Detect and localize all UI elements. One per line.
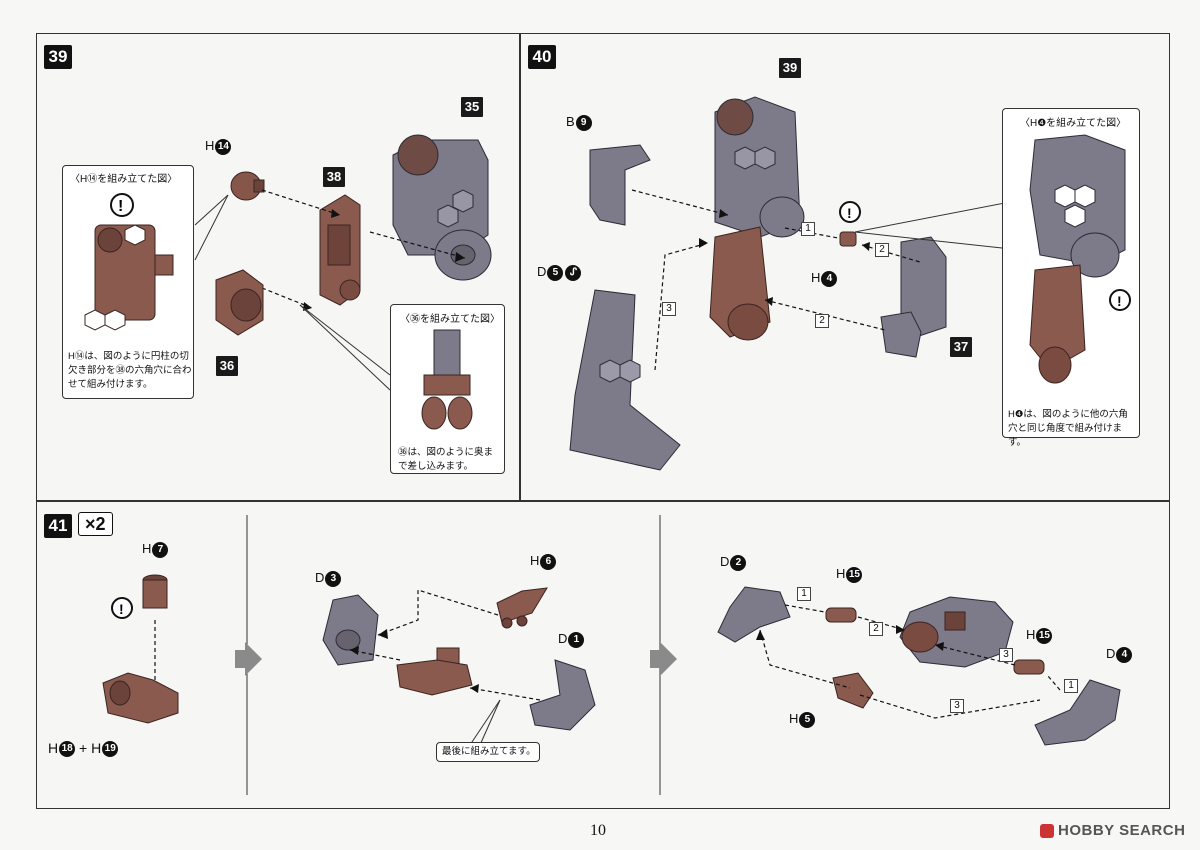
callout-h4-title: 〈H❹を組み立てた図〉 [1020, 118, 1127, 129]
part-tag-37: 37 [950, 337, 972, 357]
part-b9 [589, 144, 651, 226]
step-39-number: 39 [44, 45, 72, 69]
callout-h14-note: H⑭は、図のように円柱の切欠き部分を㊳の六角穴に合わせて組み付けます。 [68, 351, 192, 390]
part-tag-38: 38 [323, 167, 345, 187]
part-h14 [230, 171, 265, 201]
hobby-search-logo-icon [1040, 824, 1054, 839]
callout-h4-illustration [1029, 134, 1126, 384]
seq-box-40-2b: 2 [815, 314, 829, 328]
callout-36-note: ㊱は、図のように奥まで差し込みます。 [398, 447, 494, 472]
callout-36-title: 〈㊱を組み立てた図〉 [400, 314, 500, 325]
part-d5 [569, 289, 681, 471]
part-h5 [832, 672, 874, 709]
step-40-number: 40 [528, 45, 556, 69]
multiplier-badge: ×2 [78, 512, 113, 536]
last-assembly-note-box [436, 742, 540, 762]
seq-box-41-2: 2 [869, 622, 883, 636]
part-39-assembly [709, 96, 805, 341]
part-tag-36: 36 [216, 356, 238, 376]
part-36 [215, 269, 264, 336]
warning-icon: ! [839, 201, 861, 223]
part-center-41b [899, 596, 1014, 668]
svg-text:!: ! [119, 601, 124, 617]
step-41-number: 41 [44, 514, 72, 538]
callout-36-illustration [421, 329, 473, 430]
part-center-41 [396, 647, 473, 696]
svg-text:!: ! [1117, 293, 1122, 309]
last-assembly-note: 最後に組み立てます。 [442, 746, 536, 757]
part-h15b [1013, 659, 1045, 675]
part-h15a [825, 607, 857, 623]
seq-box-41-1b: 1 [1064, 679, 1078, 693]
seq-box-41-3a: 3 [999, 648, 1013, 662]
part-tag-35: 35 [461, 97, 483, 117]
page-number: 10 [590, 822, 606, 839]
warning-icon-h7: ! [111, 597, 133, 619]
part-h6 [496, 587, 548, 629]
part-38 [319, 194, 361, 306]
seq-box-41-1a: 1 [797, 587, 811, 601]
part-h18-h19 [102, 672, 179, 724]
svg-text:!: ! [847, 205, 852, 221]
part-h4-small [839, 231, 857, 247]
hook-icon: ᔑ [565, 264, 582, 281]
part-d2 [717, 586, 791, 643]
hobby-search-watermark: HOBBY SEARCH [1040, 822, 1185, 839]
seq-box-41-3b: 3 [950, 699, 964, 713]
callout-h4-note: H❹は、図のように他の六角穴と同じ角度で組み付けます。 [1008, 409, 1128, 448]
callout-h14-title: 〈H⑭を組み立てた図〉 [70, 174, 178, 185]
part-d3 [322, 594, 379, 666]
part-37 [880, 236, 947, 358]
part-d1 [529, 659, 596, 731]
seq-box-40-2a: 2 [875, 243, 889, 257]
part-h7 [142, 574, 168, 609]
part-tag-39: 39 [779, 58, 801, 78]
part-d4 [1034, 679, 1121, 746]
warning-icon-h4: ! [1109, 289, 1131, 311]
seq-box-40-1: 1 [801, 222, 815, 236]
seq-box-40-3: 3 [662, 302, 676, 316]
callout-h14-illustration: ! [84, 193, 174, 331]
svg-text:!: ! [118, 198, 123, 215]
